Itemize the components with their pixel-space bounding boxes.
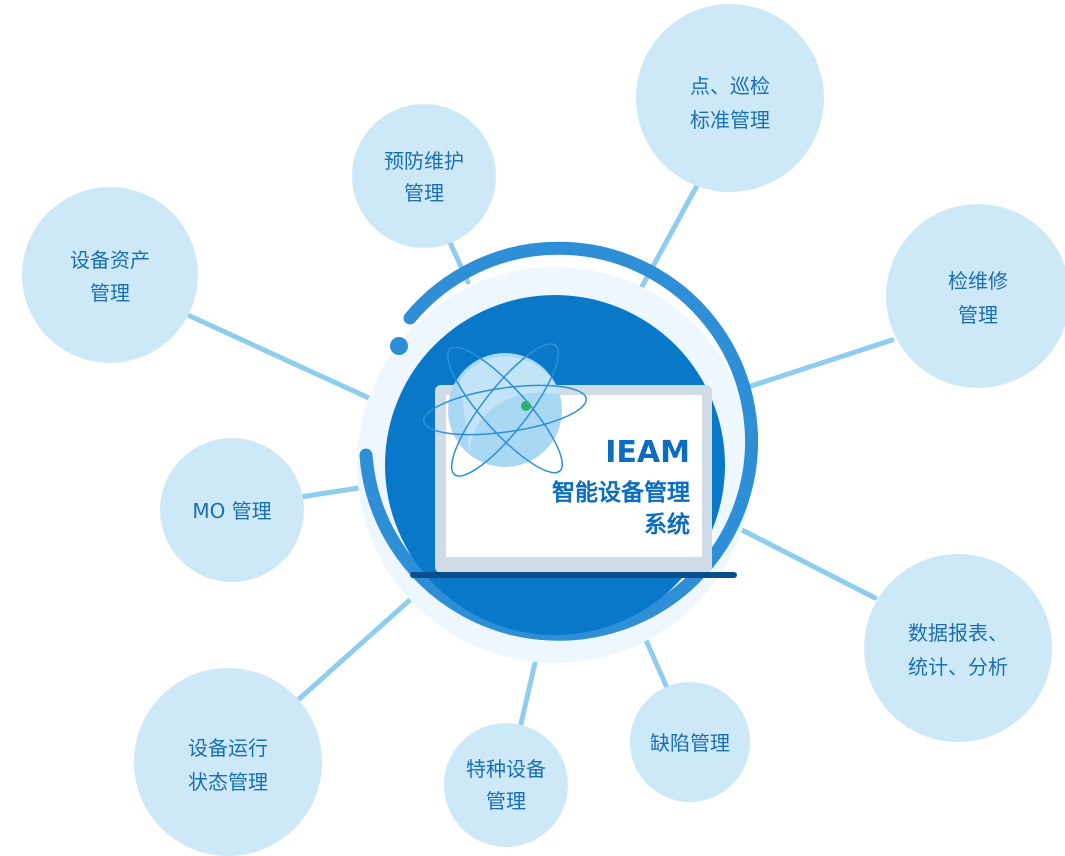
node-mo: MO 管理: [160, 438, 304, 582]
connector-special: [517, 647, 541, 731]
connector-repair: [742, 337, 895, 391]
center-title: IEAM: [605, 435, 690, 470]
connector-running: [295, 595, 415, 703]
laptop-base: [410, 572, 737, 578]
outer-ring-arc: [359, 241, 758, 641]
node-running-circle: [134, 668, 322, 856]
node-inspection: 点、巡检 标准管理: [636, 4, 824, 192]
connector-reports: [739, 527, 878, 601]
node-asset-circle: [22, 187, 198, 363]
node-inspection-line1: 点、巡检: [690, 74, 770, 98]
node-special: 特种设备 管理: [444, 723, 568, 847]
node-preventive-circle: [352, 104, 496, 248]
node-asset-line1: 设备资产: [70, 248, 150, 272]
center-subtitle-line2: 系统: [644, 511, 690, 538]
globe-icon: [422, 343, 588, 477]
node-reports-circle: [864, 554, 1052, 742]
node-defect: 缺陷管理: [630, 682, 750, 802]
node-running: 设备运行 状态管理: [134, 668, 322, 856]
node-repair-circle: [886, 204, 1065, 388]
node-repair-line2: 管理: [958, 303, 998, 327]
connector-defect: [642, 635, 671, 693]
node-defect-line1: 缺陷管理: [650, 731, 730, 755]
node-mo-circle: [160, 438, 304, 582]
node-special-line1: 特种设备: [466, 757, 546, 781]
node-inspection-line2: 标准管理: [690, 108, 770, 132]
ring-dot: [390, 337, 408, 355]
node-preventive-line2: 管理: [404, 181, 444, 205]
node-running-line2: 状态管理: [188, 770, 268, 794]
node-repair-line1: 检维修: [948, 269, 1008, 293]
node-special-circle: [444, 723, 568, 847]
center-subtitle-line1: 智能设备管理: [552, 479, 690, 506]
node-preventive: 预防维护 管理: [352, 104, 496, 248]
node-repair: 检维修 管理: [886, 204, 1065, 388]
connector-asset: [187, 313, 398, 413]
node-inspection-circle: [636, 4, 824, 192]
node-running-line1: 设备运行: [188, 736, 268, 760]
center-hub: IEAM 智能设备管理 系统: [357, 241, 758, 663]
node-reports-line2: 统计、分析: [908, 655, 1008, 679]
node-asset-line2: 管理: [90, 281, 130, 305]
node-reports: 数据报表、 统计、分析: [864, 554, 1052, 742]
node-defect-circle: [630, 682, 750, 802]
node-reports-line1: 数据报表、: [908, 621, 1008, 645]
node-preventive-line1: 预防维护: [384, 149, 464, 173]
node-mo-line1: MO 管理: [192, 499, 271, 523]
connector-inspection: [630, 177, 703, 306]
node-special-line2: 管理: [486, 789, 526, 813]
node-asset: 设备资产 管理: [22, 187, 198, 363]
connectors: [187, 177, 895, 731]
